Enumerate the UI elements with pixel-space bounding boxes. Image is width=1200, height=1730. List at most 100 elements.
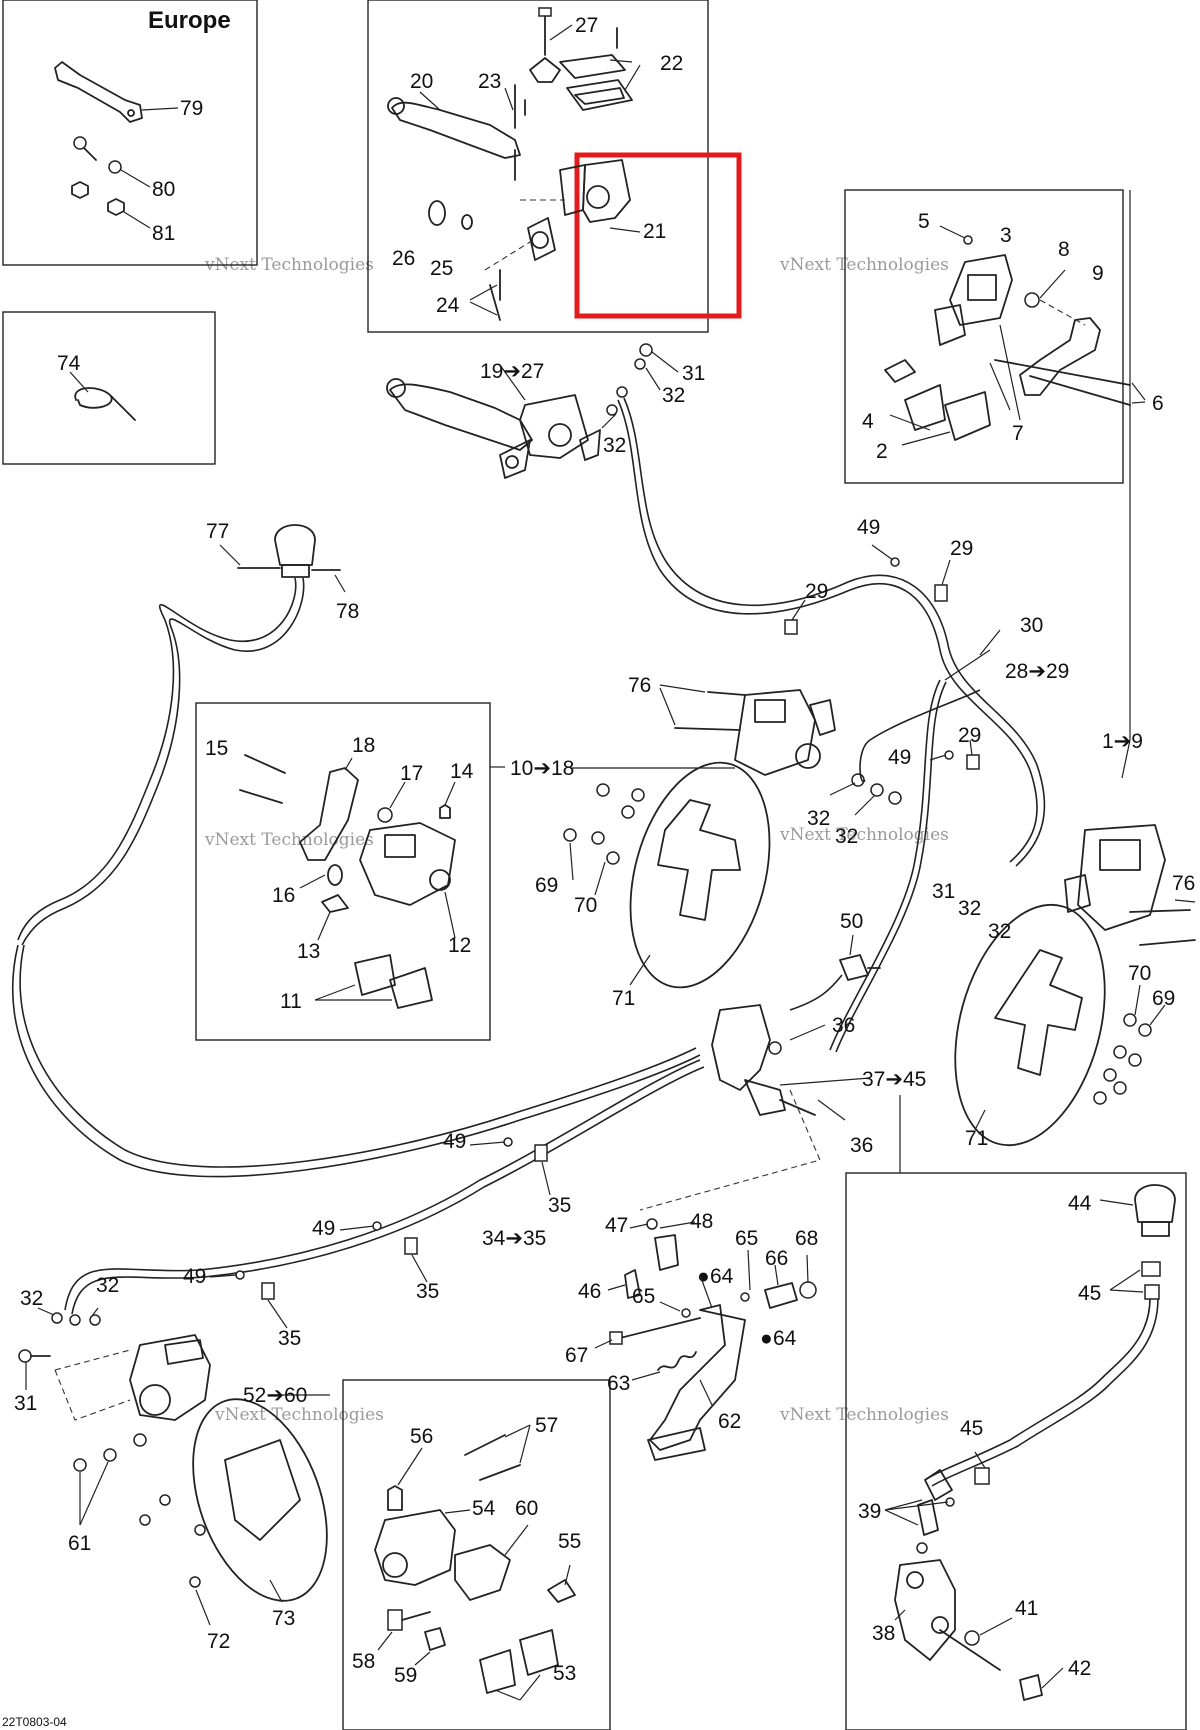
part-18-bracket [299, 767, 359, 861]
part-label: 23 [478, 70, 501, 93]
part-label: 31 [14, 1392, 37, 1415]
part-label: 29 [805, 580, 828, 603]
part-77-reservoir [274, 524, 316, 566]
part-label: 60 [515, 1497, 538, 1520]
part-label: 68 [795, 1227, 818, 1250]
part-71-brake-disc [629, 761, 771, 989]
part-39-fitting [917, 1499, 939, 1536]
part-label: 38 [872, 1622, 895, 1645]
part-label: 25 [430, 257, 453, 280]
part-label: 71 [965, 1127, 988, 1150]
part-label: 22 [660, 52, 683, 75]
part-label: 37➔45 [862, 1068, 926, 1091]
part-45-clamp [974, 1467, 990, 1485]
part-71-right-disc [954, 903, 1106, 1147]
part-label: 4 [862, 410, 874, 433]
part-53-pads [479, 1629, 559, 1694]
part-label: 59 [394, 1664, 417, 1687]
part-label: 35 [548, 1194, 571, 1217]
part-label: 24 [436, 294, 460, 317]
part-label: 61 [68, 1532, 91, 1555]
part-59-boot [424, 1627, 446, 1651]
rear-caliper-box [342, 1379, 611, 1730]
part-label: 80 [152, 178, 175, 201]
part-label: 56 [410, 1425, 433, 1448]
part-label: 14 [450, 760, 474, 783]
part-label: 20 [410, 70, 433, 93]
part-label: 46 [578, 1280, 601, 1303]
part-label: 64 [710, 1265, 734, 1288]
part-label: 58 [352, 1650, 375, 1673]
part-12-caliper [359, 822, 456, 906]
part-label: 32 [807, 807, 830, 830]
master-cylinder-box [367, 0, 709, 333]
part-label: 7 [1012, 422, 1024, 445]
part-label: 45 [1078, 1282, 1101, 1305]
part-label: 71 [612, 987, 635, 1010]
part-14-bleeder [439, 804, 451, 819]
part-label: 65 [632, 1285, 655, 1308]
part-41-ring [964, 1630, 980, 1646]
part-50-brake-light-switch [839, 954, 869, 981]
part-54-caliper [374, 1509, 456, 1586]
part-63-spring [657, 1351, 697, 1371]
part-label: 26 [392, 247, 415, 270]
part-label: 5 [918, 210, 930, 233]
part-68-nut [799, 1281, 817, 1299]
part-label: 35 [416, 1280, 439, 1303]
part-label: 49 [443, 1130, 466, 1153]
part-label: 11 [280, 990, 302, 1013]
front-left-caliper-box [195, 702, 491, 1041]
watermark-text: vNext Technologies [779, 255, 949, 275]
part-47-clevis [654, 1234, 679, 1271]
part-label: 69 [535, 874, 558, 897]
part-label: 1➔9 [1102, 730, 1143, 753]
part-label: 65 [735, 1227, 758, 1250]
part-76-right-caliper [1077, 824, 1166, 931]
part-label: 27 [575, 14, 598, 37]
part-label: 28➔29 [1005, 660, 1069, 683]
part-label: 69 [1152, 987, 1175, 1010]
part-2-pads [904, 384, 991, 441]
watermark-text: vNext Technologies [779, 825, 949, 845]
part-label: 29 [958, 724, 981, 747]
part-label: 41 [1015, 1597, 1038, 1620]
part-label: 42 [1068, 1657, 1091, 1680]
watermark-text: vNext Technologies [204, 255, 374, 275]
part-label: 19➔27 [480, 360, 544, 383]
part-label: 15 [205, 737, 228, 760]
part-label: 34➔35 [482, 1227, 546, 1250]
part-label: 49 [183, 1265, 206, 1288]
part-label: 32 [958, 897, 981, 920]
region-title: Europe [148, 7, 231, 34]
hose-main-loop [11, 944, 701, 1178]
part-label: 8 [1058, 238, 1070, 261]
part-label: 50 [840, 910, 863, 933]
part-73-rear-disc [192, 1398, 328, 1602]
watermark-group: vNext Technologies vNext Technologies vN… [204, 255, 949, 1425]
part-label: 6 [1152, 392, 1164, 415]
rear-master-box [845, 1172, 1187, 1730]
part-label: 57 [535, 1414, 558, 1437]
part-label: 32 [96, 1274, 119, 1297]
part-62-brake-pedal [649, 1304, 746, 1451]
part-label: 52➔60 [243, 1384, 307, 1407]
part-label: 49 [888, 746, 911, 769]
part-label: 70 [1128, 962, 1151, 985]
part-number-labels: 79 80 81 20 23 27 22 21 26 25 24 19➔27 3… [14, 14, 1195, 1687]
hose-rear-reservoir [924, 1297, 1151, 1481]
part-42-boot [1019, 1674, 1043, 1701]
part-label: 81 [152, 222, 175, 245]
part-46-clip [624, 1269, 641, 1299]
part-label: 17 [400, 762, 423, 785]
part-label: 10➔18 [510, 757, 574, 780]
watermark-text: vNext Technologies [204, 830, 374, 850]
hose-front-right [617, 399, 1038, 863]
part-55-spring [547, 1579, 576, 1603]
cable-tie-box [2, 311, 216, 465]
part-label: 9 [1092, 262, 1104, 285]
part-22-reservoir-cover [559, 54, 626, 79]
part-label: 2 [876, 440, 888, 463]
europe-box [2, 0, 258, 266]
